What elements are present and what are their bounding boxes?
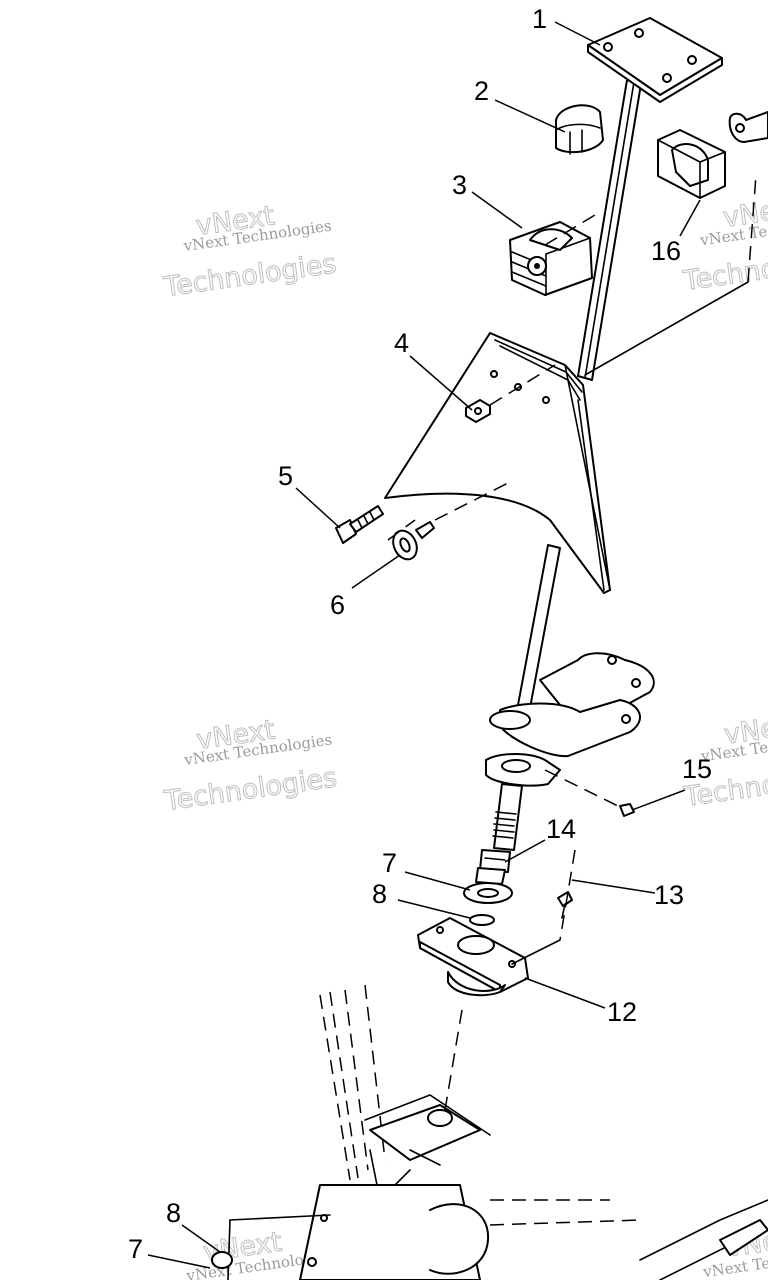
callout-3: 3 [452,170,467,200]
callout-labels: 1 2 3 4 5 6 16 15 14 7 8 13 12 8 7 [128,4,712,1264]
callout-13: 13 [654,880,684,910]
universal-joint [475,867,506,885]
callout-1: 1 [532,4,547,34]
lower-shaft-bracket [485,652,655,787]
callout-4: 4 [394,328,409,358]
watermark-brand-bottom: Technologies [162,762,339,817]
spacer-ring [469,914,495,926]
callout-8: 8 [372,879,387,909]
small-screw [619,803,635,817]
flat-washer [463,882,513,904]
callout-16: 16 [651,236,681,266]
callout-6: 6 [330,590,345,620]
mounting-plate [587,17,723,103]
callout-2: 2 [474,76,489,106]
watermark-brand-bottom: Technologies [681,242,768,297]
frame-lower-section [211,984,768,1280]
right-clamp-bracket [728,111,768,143]
callout-8-lower: 8 [166,1198,181,1228]
callout-7: 7 [382,848,397,878]
callout-leaders [147,21,701,1269]
assembly-lines [387,174,757,1111]
callout-7-lower: 7 [128,1234,143,1264]
callout-14: 14 [546,814,576,844]
rubber-grommet [509,221,593,296]
watermark-left-middle: vNext vNext Technologies Technologies [161,714,339,818]
watermark-brand-bottom: Technologies [161,248,338,303]
washer [392,521,435,561]
steering-shaft [511,79,642,741]
callout-12: 12 [607,997,637,1027]
watermark-left-top: vNext vNext Technologies Technologies [161,200,339,304]
bolt [335,505,384,544]
bushing-block [657,129,726,199]
spline-shaft [479,783,523,873]
steering-base-flange [417,917,529,997]
steering-support-bracket [384,332,611,594]
clip-nut [465,399,491,423]
half-bushing [555,104,604,155]
callout-5: 5 [278,461,293,491]
cotter-pin [557,891,573,919]
callout-15: 15 [682,754,712,784]
